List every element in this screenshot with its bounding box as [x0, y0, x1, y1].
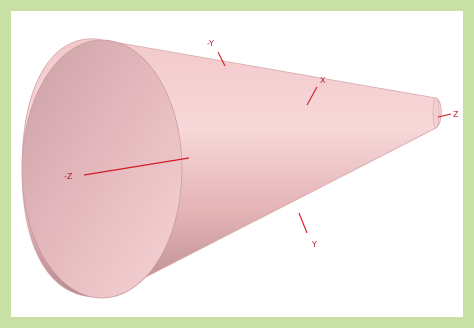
x-axis-label: X — [320, 76, 326, 85]
neg-y-axis-line — [217, 51, 226, 67]
y-axis-line — [298, 212, 308, 234]
3d-viewport[interactable]: -Z -Y X Z Y — [11, 11, 463, 317]
z-axis-line — [437, 113, 452, 118]
neg-y-axis-label: -Y — [207, 39, 214, 48]
neg-z-axis-label: -Z — [64, 172, 73, 181]
z-axis-label: Z — [453, 110, 459, 119]
cone-diagram: -Z -Y X Z Y — [21, 38, 459, 299]
y-axis-label: Y — [311, 240, 317, 249]
cone-tip-cap — [432, 97, 440, 129]
cone-base-cap — [21, 39, 183, 299]
neg-z-axis-line — [83, 157, 190, 176]
x-axis-line — [306, 86, 318, 106]
